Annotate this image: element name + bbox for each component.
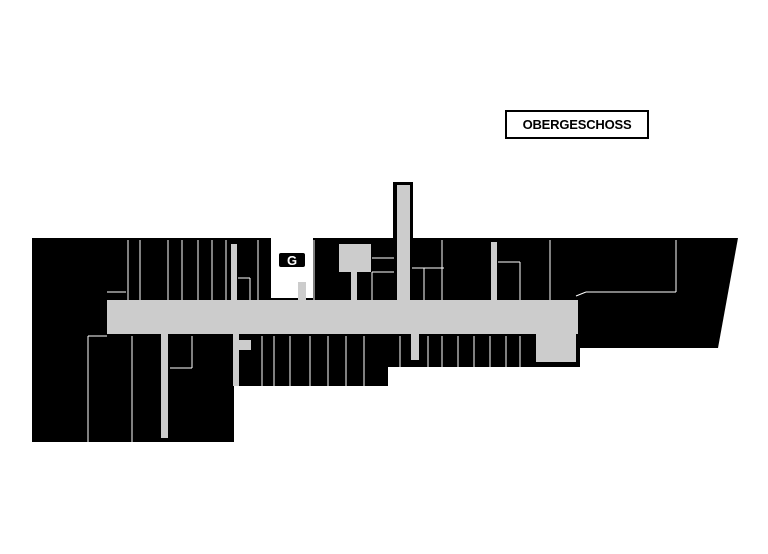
corridor-east-end bbox=[536, 334, 576, 362]
store-block-west-upper[interactable] bbox=[32, 238, 128, 334]
corridor-north-tower bbox=[397, 185, 410, 300]
corridor-south-spur-b bbox=[233, 334, 239, 386]
corridors bbox=[107, 185, 578, 438]
store-block-east[interactable] bbox=[576, 238, 738, 348]
corridor-north-spur-d bbox=[298, 282, 306, 300]
highlighted-store[interactable]: G bbox=[271, 238, 313, 298]
floor-level-label: OBERGESCHOSS bbox=[505, 110, 649, 139]
corridor-north-spur-c bbox=[351, 272, 357, 300]
store-areas bbox=[32, 182, 738, 442]
store-logo-icon: G bbox=[279, 253, 305, 268]
highlighted-store-area[interactable] bbox=[271, 238, 313, 298]
store-block-west-lower[interactable] bbox=[32, 334, 234, 442]
store-block-south-row[interactable] bbox=[234, 334, 388, 386]
unit-dividers bbox=[87, 240, 677, 442]
store-logo-letter: G bbox=[287, 253, 297, 268]
corridor-south-spur-c bbox=[239, 340, 251, 350]
corridor-north-spur-a bbox=[231, 244, 237, 300]
main-corridor bbox=[107, 300, 578, 334]
corridor-north-spur-b bbox=[491, 242, 497, 300]
corridor-south-spur-d bbox=[411, 334, 419, 360]
corridor-north-kiosk bbox=[339, 244, 371, 272]
corridor-south-spur-a bbox=[161, 334, 168, 438]
